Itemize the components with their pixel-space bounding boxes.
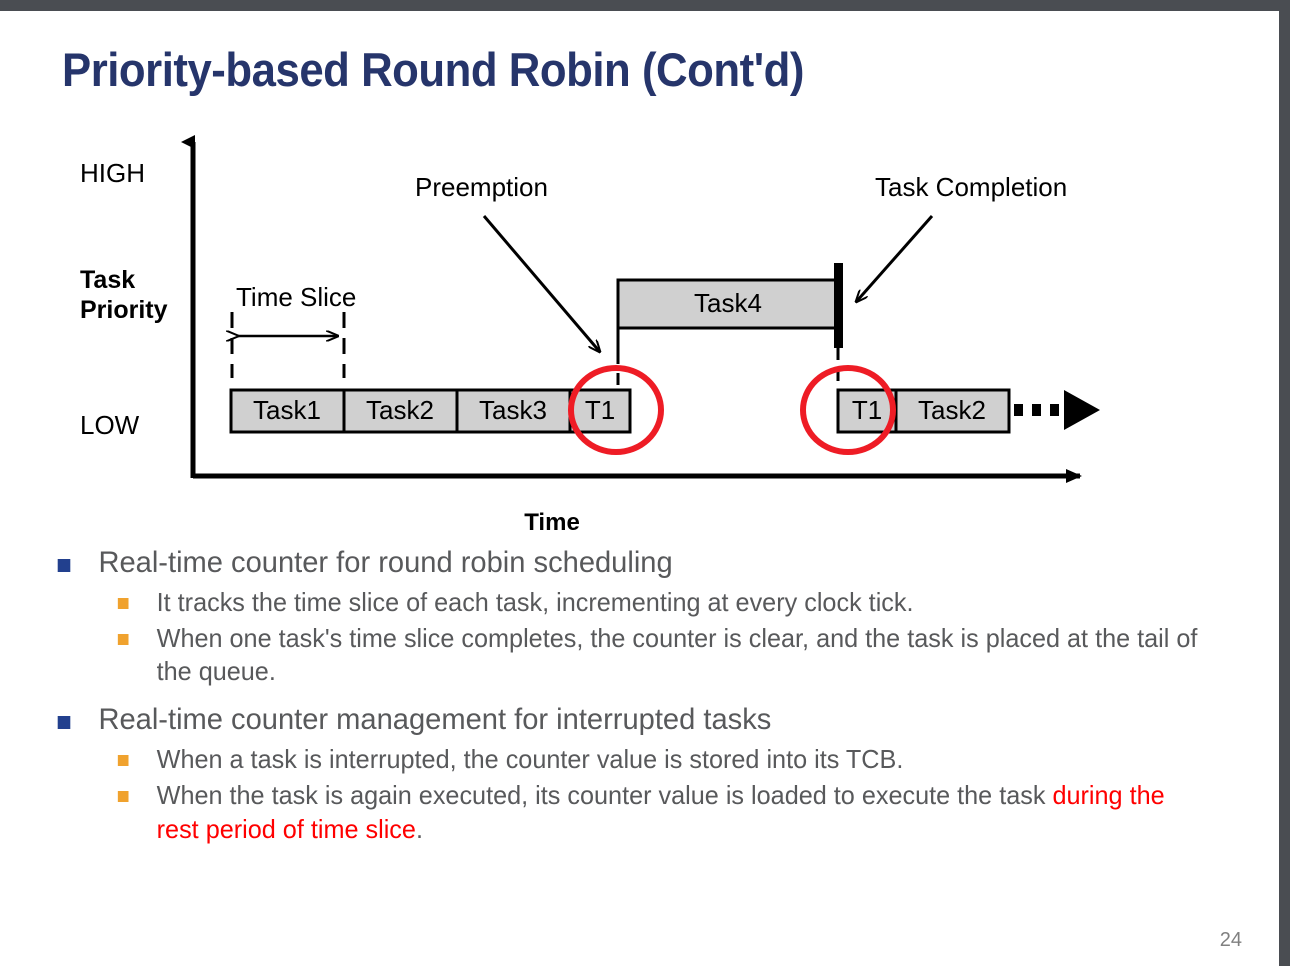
bullet-level1-2: Real-time counter management for interru… bbox=[48, 702, 1202, 739]
bullet-text: Real-time counter for round robin schedu… bbox=[98, 546, 673, 579]
bullet-square-orange-icon bbox=[117, 597, 129, 609]
callout-task-completion: Task Completion bbox=[856, 172, 1067, 302]
axis-label-priority: Priority bbox=[80, 296, 168, 324]
time-slice-measure: Time Slice bbox=[232, 282, 356, 378]
trailing-dot-2 bbox=[1032, 404, 1041, 416]
bar-t1-first-label: T1 bbox=[585, 395, 615, 425]
bullet-level2-4: When the task is again executed, its cou… bbox=[48, 779, 1202, 846]
axis-label-task: Task bbox=[80, 266, 135, 294]
bullet-text-tail: . bbox=[415, 813, 423, 844]
axes bbox=[181, 135, 1082, 483]
window-top-edge bbox=[0, 0, 1290, 11]
bar-task3-label: Task3 bbox=[479, 395, 547, 425]
continuation-arrowhead bbox=[1064, 390, 1100, 430]
page-number: 24 bbox=[1219, 929, 1242, 951]
bar-task4 bbox=[616, 278, 840, 330]
axis-label-high: HIGH bbox=[80, 158, 145, 188]
window-right-edge bbox=[1279, 0, 1290, 966]
resumed-queue-bars: T1 Task2 bbox=[836, 388, 1100, 434]
page-title: Priority-based Round Robin (Cont'd) bbox=[62, 43, 804, 96]
bar-t1-resumed-label: T1 bbox=[852, 395, 882, 425]
low-priority-queue-bars: Task1 Task2 Task3 T1 bbox=[229, 388, 632, 434]
highlight-circle-resumed-t1 bbox=[800, 365, 896, 455]
bullet-square-blue-icon bbox=[57, 559, 71, 572]
bullet-square-blue-icon bbox=[57, 716, 71, 730]
bar-task2-resumed-label: Task2 bbox=[918, 395, 986, 425]
bullet-square-orange-icon bbox=[117, 633, 129, 645]
bullet-level2-1: It tracks the time slice of each task, i… bbox=[48, 586, 1202, 619]
window-right-edge-inner bbox=[1276, 11, 1279, 966]
bar-task2-label: Task2 bbox=[366, 395, 434, 425]
bullet-text-plain: When the task is again executed, its cou… bbox=[156, 780, 1053, 811]
time-slice-label: Time Slice bbox=[236, 282, 356, 312]
task-completion-marker bbox=[834, 263, 843, 348]
bullet-level1-1: Real-time counter for round robin schedu… bbox=[48, 545, 1202, 582]
task-completion-label: Task Completion bbox=[875, 172, 1067, 202]
trailing-dot-1 bbox=[1014, 404, 1023, 416]
bullet-list: Real-time counter for round robin schedu… bbox=[48, 545, 1238, 849]
preemption-arrow bbox=[482, 215, 600, 352]
trailing-dot-3 bbox=[1050, 404, 1059, 416]
bullet-level2-2: When one task's time slice completes, th… bbox=[48, 622, 1202, 689]
axis-label-low: LOW bbox=[80, 410, 140, 440]
high-priority-bars: Task4 bbox=[616, 263, 843, 392]
callout-preemption: Preemption bbox=[415, 172, 600, 352]
task-completion-arrow bbox=[856, 215, 934, 302]
bullet-square-orange-icon bbox=[117, 791, 129, 803]
bullet-text-highlight: during the rest period of time slice bbox=[156, 780, 1165, 844]
bullet-square-orange-icon bbox=[117, 754, 129, 766]
bullet-text: When a task is interrupted, the counter … bbox=[156, 743, 904, 774]
bullet-text: When one task's time slice completes, th… bbox=[156, 622, 1198, 687]
preemption-label: Preemption bbox=[415, 172, 548, 202]
round-robin-timing-diagram: HIGH Task Priority LOW Time Time Slice T… bbox=[60, 120, 1120, 540]
bar-task4-label: Task4 bbox=[694, 288, 762, 318]
bullet-text: It tracks the time slice of each task, i… bbox=[156, 586, 914, 617]
bullet-text: Real-time counter management for interru… bbox=[98, 703, 772, 737]
bar-task1-label: Task1 bbox=[253, 395, 321, 425]
bar-t1-resumed bbox=[836, 388, 898, 434]
highlight-circle-preempted-t1 bbox=[568, 365, 664, 455]
bar-task2 bbox=[342, 388, 459, 434]
axis-label-time: Time bbox=[524, 509, 580, 536]
bar-task2-resumed bbox=[894, 388, 1011, 434]
bullet-level2-3: When a task is interrupted, the counter … bbox=[48, 743, 1202, 776]
